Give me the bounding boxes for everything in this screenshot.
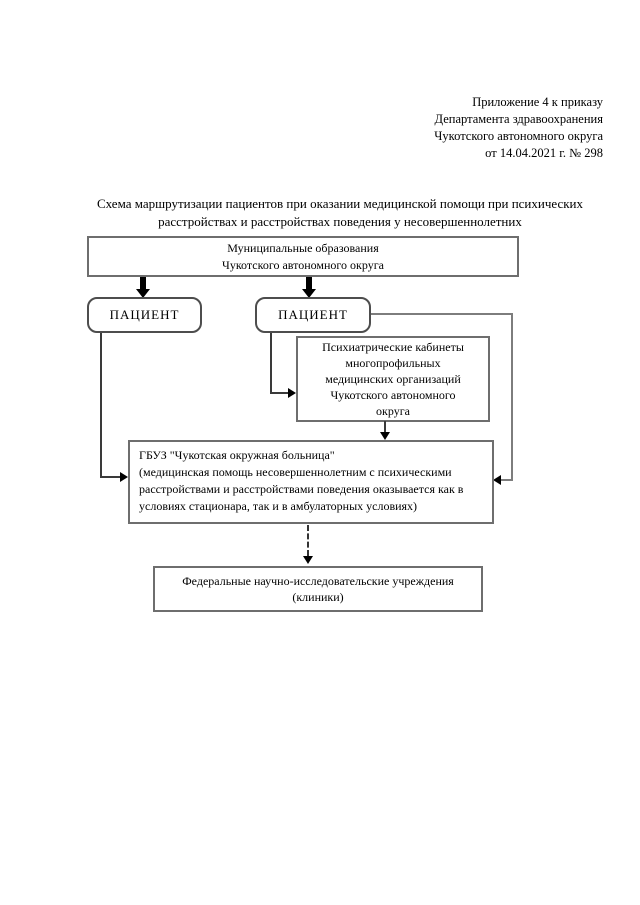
page-title: Схема маршрутизации пациентов при оказан… — [45, 195, 635, 231]
hospital-line: условиях стационара, так и в амбулаторны… — [139, 499, 418, 513]
hospital-line: ГБУЗ "Чукотская окружная больница" — [139, 448, 335, 462]
federal-clinics-box: Федеральные научно-исследовательские учр… — [153, 566, 483, 612]
appendix-header-line: от 14.04.2021 г. № 298 — [485, 146, 603, 160]
patient-left-box: ПАЦИЕНТ — [87, 297, 202, 333]
arrowhead-down-icon — [303, 556, 313, 564]
connector-line — [100, 333, 102, 478]
patient-label: ПАЦИЕНТ — [109, 306, 180, 322]
thick-arrow-down-icon — [302, 289, 316, 298]
hospital-box: ГБУЗ "Чукотская окружная больница" (меди… — [128, 440, 494, 524]
municipal-entities-box: Муниципальные образования Чукотского авт… — [87, 236, 519, 277]
appendix-header-line: Департамента здравоохранения — [434, 112, 603, 126]
federal-clinics-line: Федеральные научно-исследовательские учр… — [182, 573, 454, 588]
connector-line — [270, 392, 288, 394]
connector-line — [270, 333, 272, 394]
psychiatric-offices-line: медицинских организаций — [325, 372, 461, 386]
arrowhead-right-icon — [288, 388, 296, 398]
patient-right-box: ПАЦИЕНТ — [255, 297, 371, 333]
arrowhead-down-icon — [380, 432, 390, 440]
federal-clinics-line: (клиники) — [292, 590, 344, 604]
arrowhead-right-icon — [120, 472, 128, 482]
thick-arrow-down-icon — [136, 289, 150, 298]
psychiatric-offices-line: Психиатрические кабинеты — [322, 340, 464, 354]
page-title-line: расстройствах и расстройствах поведения … — [158, 214, 522, 229]
thick-arrow-down-icon — [306, 277, 312, 290]
hospital-line: (медицинская помощь несовершеннолетним с… — [139, 465, 452, 479]
municipal-entities-line: Муниципальные образования — [227, 241, 379, 255]
connector-line — [384, 421, 386, 433]
connector-line — [371, 313, 513, 315]
psychiatric-offices-line: округа — [376, 404, 410, 418]
connector-line — [511, 313, 513, 481]
connector-line — [501, 479, 513, 481]
psychiatric-offices-line: многопрофильных — [345, 356, 441, 370]
appendix-header-line: Чукотского автономного округа — [434, 129, 603, 143]
dashed-connector-line — [307, 525, 309, 556]
psychiatric-offices-box: Психиатрические кабинеты многопрофильных… — [296, 336, 490, 422]
patient-label: ПАЦИЕНТ — [278, 306, 348, 322]
municipal-entities-line: Чукотского автономного округа — [222, 257, 384, 272]
appendix-header: Приложение 4 к приказу Департамента здра… — [303, 94, 603, 162]
page-title-line: Схема маршрутизации пациентов при оказан… — [96, 196, 584, 211]
hospital-line: расстройствами и расстройствами поведени… — [139, 482, 464, 496]
thick-arrow-down-icon — [140, 277, 146, 290]
appendix-header-line: Приложение 4 к приказу — [472, 95, 603, 109]
arrowhead-left-icon — [493, 475, 501, 485]
psychiatric-offices-line: Чукотского автономного — [330, 388, 456, 402]
connector-line — [100, 476, 120, 478]
